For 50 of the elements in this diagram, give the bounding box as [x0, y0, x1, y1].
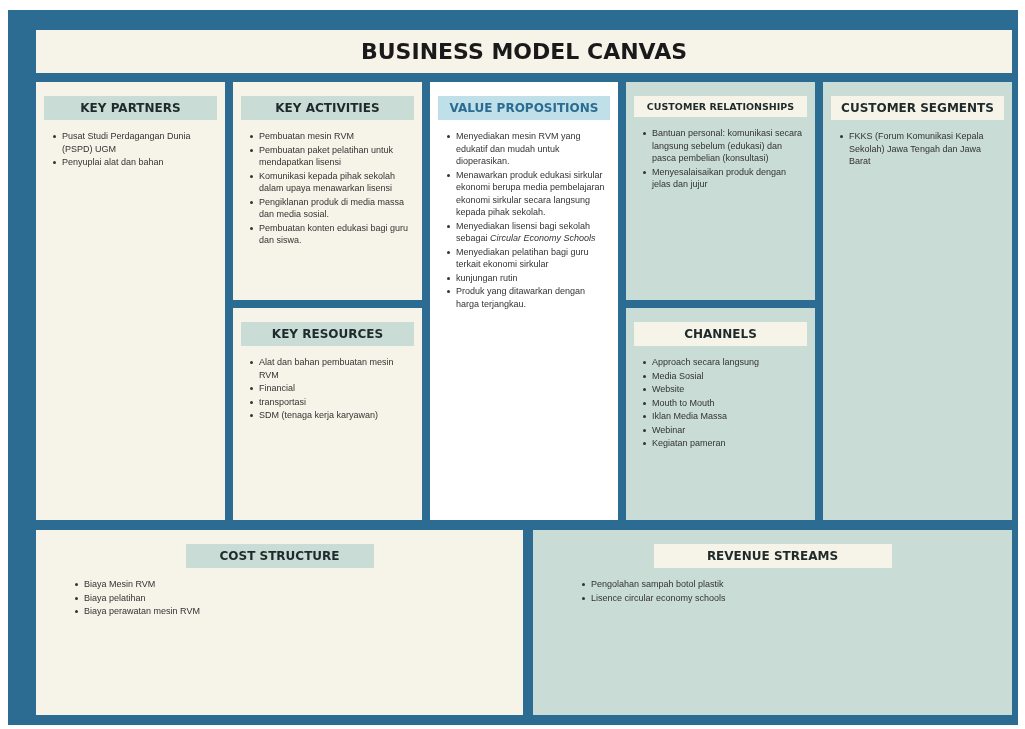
- bullet-item: Menyediakan lisensi bagi sekolah sebagai Circular Economy Schools: [456, 219, 597, 245]
- canvas-section: [626, 308, 815, 520]
- section-heading: CHANNELS: [634, 322, 807, 346]
- bullet-item: Website: [652, 383, 686, 396]
- section-heading: COST STRUCTURE: [185, 544, 374, 568]
- bullet-item: kunjungan rutin: [456, 271, 519, 284]
- bullet-item: Pengiklanan produk di media massa dan media sosial.: [259, 195, 406, 221]
- canvas-section: [533, 530, 1012, 715]
- section-heading: REVENUE STREAMS: [653, 544, 892, 568]
- canvas-section: [233, 308, 422, 520]
- bullet-item: Pengolahan sampah botol plastik: [591, 578, 725, 591]
- section-heading: VALUE PROPOSITIONS: [438, 96, 610, 120]
- canvas-section: [823, 82, 1012, 520]
- page-title: BUSINESS MODEL CANVAS: [36, 30, 1012, 73]
- canvas-section: [626, 82, 815, 300]
- bullet-item: Pusat Studi Perdagangan Dunia (PSPD) UGM: [62, 130, 192, 155]
- bullet-item: Biaya perawatan mesin RVM: [84, 605, 201, 618]
- bullet-item: Biaya pelatihan: [84, 591, 147, 604]
- section-heading: KEY RESOURCES: [241, 322, 414, 346]
- section-heading: CUSTOMER RELATIONSHIPS: [634, 96, 807, 117]
- bullet-item: Webinar: [652, 423, 687, 436]
- section-heading: KEY PARTNERS: [44, 96, 217, 120]
- bullet-item: Bantuan personal: komunikasi secara langsung sebelum (edukasi) dan pasca pembelian (konsultasi): [652, 127, 803, 165]
- section-heading: KEY ACTIVITIES: [241, 96, 414, 120]
- bullet-item: Pembuatan paket pelatihan untuk mendapatkan lisensi: [259, 143, 395, 169]
- bullet-item: Penyuplai alat dan bahan: [62, 156, 165, 169]
- bullet-item: transportasi: [259, 395, 308, 408]
- bullet-item: Media Sosial: [652, 369, 705, 382]
- bullet-item: SDM (tenaga kerja karyawan): [259, 409, 380, 422]
- canvas-section: [233, 82, 422, 300]
- bullet-item: Menyediakan mesin RVM yang edukatif dan mudah untuk dioperasikan.: [456, 130, 582, 168]
- canvas-section: [430, 82, 618, 520]
- canvas-section: [36, 82, 225, 520]
- bullet-item: Menyesalaisaikan produk dengan jelas dan jujur: [652, 165, 788, 191]
- bullet-item: Lisence circular economy schools: [591, 591, 727, 604]
- canvas-section: [36, 530, 523, 715]
- bullet-item: Pembuatan mesin RVM: [259, 130, 355, 143]
- bullet-item: Iklan Media Massa: [652, 410, 729, 423]
- bullet-item: Approach secara langsung: [652, 356, 761, 369]
- bullet-item: Biaya Mesin RVM: [84, 578, 157, 591]
- bullet-item: Kegiatan pameran: [652, 437, 727, 450]
- bullet-item: Produk yang ditawarkan dengan harga terjangkau.: [456, 285, 587, 310]
- bullet-item: Menawarkan produk edukasi sirkular ekonomi berupa media pembelajaran ekonomi sirkular secara langsung kepada pihak sekolah.: [456, 168, 606, 219]
- section-heading: CUSTOMER SEGMENTS: [831, 96, 1004, 120]
- bullet-item: Pembuatan konten edukasi bagi guru dan siswa.: [259, 221, 410, 247]
- bullet-item: Financial: [259, 382, 297, 395]
- bullet-item: Komunikasi kepada pihak sekolah dalam upaya menawarkan lisensi: [259, 169, 397, 195]
- bullet-item: FKKS (Forum Komunikasi Kepala Sekolah) Jawa Tengah dan Jawa Barat: [849, 130, 985, 168]
- bullet-item: Alat dan bahan pembuatan mesin RVM: [259, 356, 395, 381]
- bullet-item: Mouth to Mouth: [652, 396, 716, 409]
